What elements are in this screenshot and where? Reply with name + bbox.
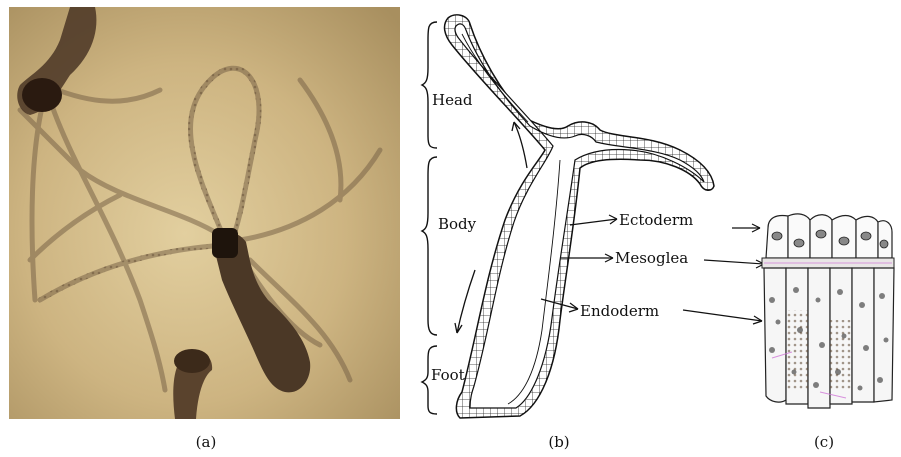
panel-c-tissue xyxy=(762,214,894,408)
panel-b-caption: (b) xyxy=(548,433,569,451)
label-endoderm: Endoderm xyxy=(580,302,659,320)
panel-a-caption: (a) xyxy=(196,433,217,451)
label-foot: Foot xyxy=(431,366,465,384)
label-mesoglea: Mesoglea xyxy=(615,249,688,267)
cross-panel-pointers xyxy=(683,224,764,324)
panel-a-photo xyxy=(9,7,400,419)
panel-c-caption: (c) xyxy=(814,433,834,451)
label-body: Body xyxy=(438,215,477,233)
panel-b-schematic: Head Body Foot Ectoderm Mesoglea E xyxy=(422,15,764,418)
label-head: Head xyxy=(432,91,473,109)
region-braces xyxy=(422,22,437,414)
label-ectoderm: Ectoderm xyxy=(619,211,693,229)
